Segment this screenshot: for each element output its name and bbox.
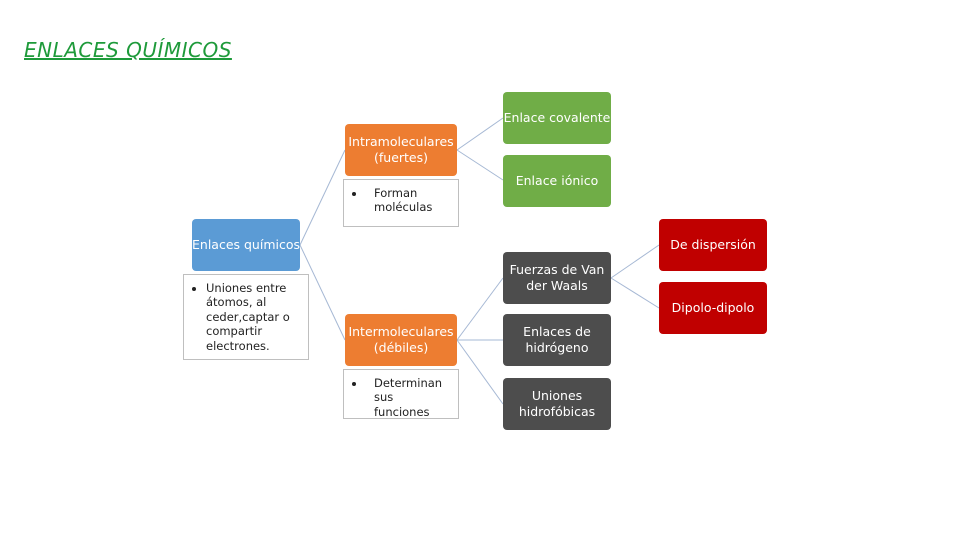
connector-vdw-dispersion xyxy=(610,244,660,279)
node-fuerzas-van-der-waals: Fuerzas de Van der Waals xyxy=(503,252,611,304)
node-enlace-covalente: Enlace covalente xyxy=(503,92,611,144)
connector-inter-hidrofobicas xyxy=(456,339,504,405)
node-dipolo-dipolo: Dipolo-dipolo xyxy=(659,282,767,334)
connector-intra-covalente xyxy=(456,117,504,151)
node-enlaces-de-hidrogeno: Enlaces de hidrógeno xyxy=(503,314,611,366)
node-label: Enlaces de hidrógeno xyxy=(523,324,591,355)
inter-description: Determinan sus funciones xyxy=(343,369,459,419)
intra-bullet: Forman moléculas xyxy=(366,186,450,215)
node-intramoleculares: Intramoleculares (fuertes) xyxy=(345,124,457,176)
connector-root-intra xyxy=(299,149,346,246)
node-de-dispersion: De dispersión xyxy=(659,219,767,271)
node-label: Enlace iónico xyxy=(515,173,599,189)
connector-intra-ionico xyxy=(456,149,504,181)
node-label: Fuerzas de Van der Waals xyxy=(509,262,605,293)
node-label: Intermoleculares (débiles) xyxy=(348,324,454,355)
node-label: De dispersión xyxy=(670,237,756,253)
connector-vdw-dipolo xyxy=(610,277,660,309)
root-bullet: Uniones entre átomos, al ceder,captar o … xyxy=(206,281,300,353)
node-label: Uniones hidrofóbicas xyxy=(518,388,596,419)
node-uniones-hidrofobicas: Uniones hidrofóbicas xyxy=(503,378,611,430)
page-title: ENLACES QUÍMICOS xyxy=(24,38,232,62)
connector-inter-vdw xyxy=(456,277,504,341)
node-label: Dipolo-dipolo xyxy=(671,300,755,316)
node-label: Enlace covalente xyxy=(503,110,611,126)
connector-root-inter xyxy=(299,244,346,341)
node-enlace-ionico: Enlace iónico xyxy=(503,155,611,207)
node-intermoleculares: Intermoleculares (débiles) xyxy=(345,314,457,366)
intra-description: Forman moléculas xyxy=(343,179,459,227)
node-label: Intramoleculares (fuertes) xyxy=(348,134,454,165)
root-description: Uniones entre átomos, al ceder,captar o … xyxy=(183,274,309,360)
node-label: Enlaces químicos xyxy=(192,237,301,253)
inter-bullet: Determinan sus funciones xyxy=(366,376,450,419)
node-enlaces-quimicos: Enlaces químicos xyxy=(192,219,300,271)
